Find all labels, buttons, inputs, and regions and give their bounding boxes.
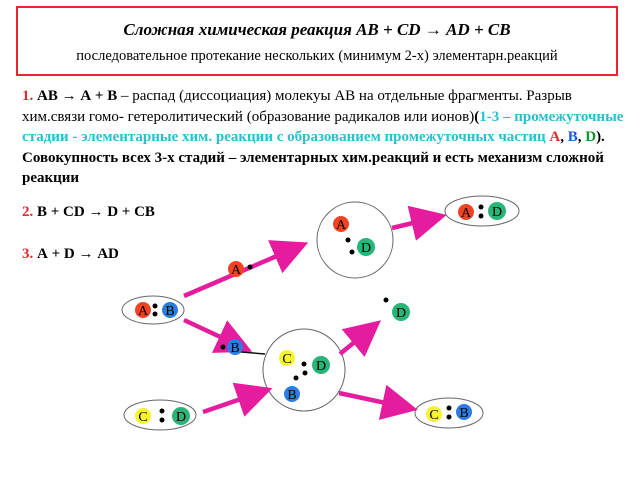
particle-d-label: D	[176, 410, 186, 425]
particle-b	[456, 404, 472, 420]
step3-collision-circle	[316, 201, 394, 279]
explanation-paragraph: 1. АВ → А + В – распад (диссоциация) мол…	[22, 86, 634, 189]
mechanism-text: ). Совокупность всех 3-х стадий – элемен…	[22, 129, 605, 186]
particle-b-label: B	[459, 406, 468, 421]
arrow-cd-to-collision	[202, 382, 273, 417]
ad-molecule-ellipse	[444, 195, 520, 227]
step-1-equation: АВ → А + В	[37, 88, 118, 104]
electron-dot	[478, 213, 484, 219]
particle-c-label: C	[429, 408, 438, 423]
electron-dot	[159, 408, 165, 414]
particle-b-label: В	[567, 129, 578, 145]
title-main: Сложная химическая реакция АВ + СD → АD …	[123, 20, 511, 39]
step-1-description: – распад (диссоциация) молекуы АВ на отд…	[22, 88, 572, 125]
particle-a-free	[228, 261, 244, 277]
particle-a-label: A	[231, 263, 242, 278]
particle-c	[279, 350, 295, 366]
particle-a	[333, 216, 349, 232]
comma-2: ,	[577, 129, 586, 145]
particle-b-label: B	[230, 341, 239, 356]
cb-molecule-ellipse	[414, 397, 484, 429]
title-subtitle: последовательное протекание нескольких (…	[76, 48, 558, 64]
step-3-equation: А + D → АD	[33, 246, 119, 262]
particle-d-label: D	[316, 359, 326, 374]
particle-d-label: D	[396, 306, 406, 321]
particle-d-label: D	[492, 205, 502, 220]
radical-dot	[383, 297, 389, 303]
electron-dot	[446, 414, 452, 420]
particle-a-label: A	[138, 304, 149, 319]
particle-a-label: А	[549, 129, 561, 145]
particle-b	[162, 302, 178, 318]
open-paren: (	[474, 108, 480, 125]
electron-dot	[446, 405, 452, 411]
particle-d	[312, 356, 330, 374]
electron-dot	[152, 311, 158, 317]
particle-d-label: D	[361, 241, 371, 256]
particle-d	[357, 238, 375, 256]
particle-b-label: B	[165, 304, 174, 319]
radical-dot	[345, 237, 351, 243]
electron-dot	[301, 361, 307, 367]
electron-dot	[478, 204, 484, 210]
step-2-number: 2.	[22, 204, 34, 220]
particle-d	[172, 407, 190, 425]
intermediate-stages-text: 1-3 – промежуточные стадии - элементарны…	[22, 108, 624, 146]
particle-c	[135, 408, 151, 424]
radical-dot	[349, 249, 355, 255]
step-1-number: 1.	[22, 88, 34, 104]
electron-dot	[302, 370, 308, 376]
particle-a	[458, 204, 474, 220]
radical-dot	[247, 264, 253, 270]
step-3: 3. А + D → АD	[22, 246, 119, 263]
arrow-collision-to-cb	[338, 384, 418, 420]
step-2-equation: В + СD → D + СВ	[33, 204, 155, 220]
particle-b-label: B	[287, 388, 296, 403]
particle-a	[135, 302, 151, 318]
particle-c-label: C	[138, 410, 147, 425]
electron-dot	[152, 303, 158, 309]
particle-d-label: D	[585, 129, 597, 145]
particle-a-label: A	[336, 218, 347, 233]
radical-dot	[220, 344, 226, 350]
particle-a-label: A	[461, 206, 472, 221]
particle-d	[488, 202, 506, 220]
particle-b-free	[227, 339, 243, 355]
particle-b	[284, 386, 300, 402]
arrow-collision-to-d	[338, 320, 381, 358]
particle-c	[426, 406, 442, 422]
particle-c-label: C	[282, 352, 291, 367]
step2-collision-circle	[262, 328, 346, 412]
electron-dot	[159, 417, 165, 423]
title-box: Сложная химическая реакция АВ + СD → АD …	[16, 6, 618, 76]
arrow-collision-to-ad	[391, 205, 447, 241]
electron-dot	[293, 375, 299, 381]
particle-d-free	[392, 303, 410, 321]
comma-1: ,	[560, 129, 568, 145]
step-2: 2. В + СD → D + СВ	[22, 204, 155, 221]
step-3-number: 3.	[22, 246, 34, 262]
